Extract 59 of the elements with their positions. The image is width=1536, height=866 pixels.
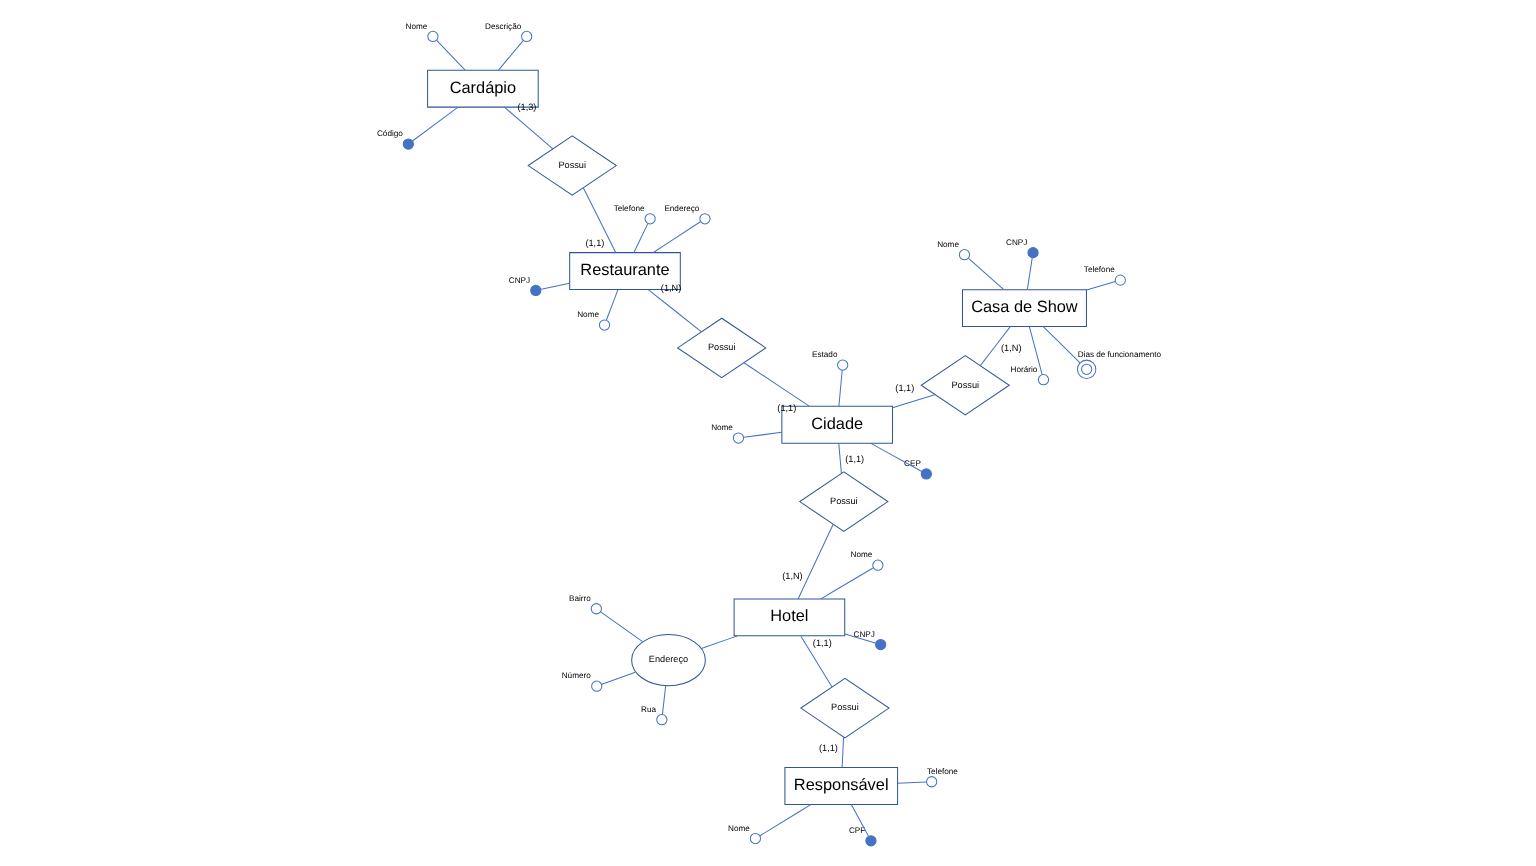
connector [837, 441, 841, 473]
connector [837, 368, 842, 406]
node-dot [401, 137, 413, 149]
connector [699, 634, 737, 649]
connector [979, 325, 1010, 365]
connector [410, 105, 458, 141]
connector [819, 566, 873, 599]
node-dot [529, 283, 541, 296]
node-dot [1026, 246, 1038, 258]
connector [896, 780, 926, 783]
node-circle [1036, 373, 1049, 385]
connector [539, 281, 570, 289]
node-dot [919, 467, 931, 479]
node-circle [520, 29, 532, 42]
node-box: Responsável [783, 766, 898, 804]
node-circle [836, 358, 848, 370]
connector [1085, 280, 1115, 290]
connector [1027, 325, 1042, 375]
connector [599, 610, 642, 642]
connector [581, 186, 616, 252]
connector [1025, 256, 1032, 290]
node-circle [589, 602, 601, 614]
node-circle [655, 713, 667, 725]
connector [840, 735, 844, 767]
connector [651, 220, 700, 252]
node-circle [871, 558, 883, 570]
connector [647, 288, 701, 332]
node-circle [957, 248, 970, 260]
connector [632, 222, 648, 252]
node-circle [597, 318, 610, 330]
connector [496, 38, 523, 70]
node-box: Casa de Show [961, 288, 1086, 327]
connector [758, 803, 811, 836]
connector [604, 288, 618, 320]
node-dot [864, 834, 876, 846]
node-dot [874, 637, 886, 650]
node-circle [1113, 273, 1125, 285]
node-circle [643, 212, 655, 224]
node-circle [731, 431, 744, 443]
connector [742, 430, 782, 437]
node-circle [748, 831, 761, 844]
connector [742, 361, 809, 406]
connector [600, 670, 636, 684]
connector [849, 803, 868, 836]
connector [891, 393, 935, 408]
node-box: Hotel [732, 597, 845, 636]
connector [502, 105, 553, 149]
connector [660, 684, 666, 714]
node-circle [698, 212, 710, 224]
node-circle [426, 29, 438, 42]
connector [1041, 325, 1080, 363]
connector [796, 522, 833, 599]
node-circle [925, 775, 937, 787]
connector [967, 256, 1003, 289]
connector [869, 441, 922, 471]
node-circle [590, 679, 602, 691]
connector [843, 632, 875, 643]
connector [435, 38, 465, 70]
connector [799, 634, 832, 687]
